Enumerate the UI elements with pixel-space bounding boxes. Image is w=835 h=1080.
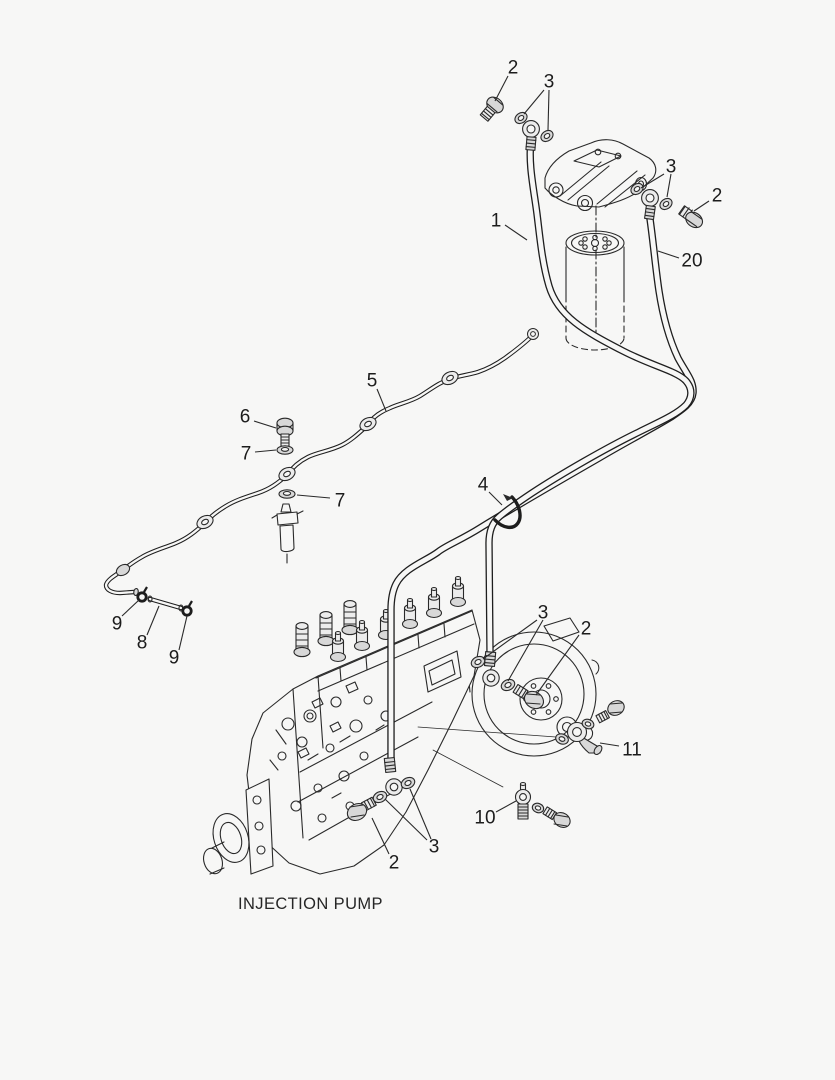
- callout-label-2: 2: [712, 186, 723, 207]
- callout-leader: [495, 800, 517, 813]
- washer-3f: [500, 678, 516, 692]
- banjo-fitting-11: [566, 721, 603, 756]
- callout-label-2: 2: [508, 58, 519, 79]
- callout-leader: [146, 605, 160, 636]
- washer-3a: [514, 111, 528, 125]
- banjo-bolt-2-right: [678, 205, 704, 229]
- washer-7a: [276, 445, 294, 455]
- diagram-caption: INJECTION PUMP: [238, 895, 383, 913]
- washer-3h: [400, 776, 416, 790]
- leak-off-pipe: [106, 328, 539, 597]
- hose-1: [489, 140, 691, 652]
- pipe-end-nipple: [133, 587, 139, 597]
- pipe-banjo-fittings: [115, 370, 459, 597]
- callout-leader: [535, 634, 580, 696]
- callout-leader: [254, 449, 277, 453]
- alignment-lines: [417, 726, 557, 788]
- injection-pump-body: [202, 609, 481, 875]
- clamp-9a: [136, 586, 148, 603]
- mid-fitting-cluster: [470, 651, 545, 710]
- callout-label-5: 5: [367, 371, 378, 392]
- banjo-bolt-2-top: [479, 96, 504, 122]
- callout-label-9: 9: [169, 648, 180, 669]
- callout-label-1: 1: [491, 211, 502, 232]
- callout-label-10: 10: [474, 808, 495, 829]
- callout-label-9: 9: [112, 614, 123, 635]
- callout-leader: [507, 619, 544, 682]
- callout-label-3: 3: [429, 837, 440, 858]
- washer-3g: [372, 790, 388, 804]
- callout-leader: [384, 798, 428, 841]
- hose-clamp: [493, 494, 522, 530]
- callout-leader: [482, 619, 538, 660]
- washer-7b: [278, 489, 296, 499]
- callout-label-4: 4: [478, 475, 489, 496]
- washer-10: [531, 802, 545, 814]
- callout-leader: [666, 173, 672, 198]
- callout-leader: [547, 89, 550, 131]
- washer-3d: [659, 197, 673, 211]
- callout-leader: [121, 599, 140, 617]
- callout-layer: 2 3 1 3 2 20 5 6 7 7 4 989 3 2 11 10 2 3: [112, 58, 723, 874]
- callout-leader: [640, 173, 665, 189]
- top-right-fitting-cluster: [630, 182, 704, 229]
- banjo-bolt-2-mid: [512, 683, 545, 710]
- bolt-10: [542, 806, 571, 829]
- callout-leader: [523, 89, 545, 115]
- fitting-10-cluster: [514, 781, 571, 829]
- callout-label-3: 3: [544, 72, 555, 93]
- fuel-filter-assembly: [544, 139, 657, 351]
- callout-leader: [178, 615, 188, 651]
- callout-label-3: 3: [666, 157, 677, 178]
- filter-canister: [565, 205, 625, 351]
- fitting-11-cluster: [417, 700, 625, 788]
- bottom-fitting-cluster: [346, 756, 416, 822]
- drain-tube-and-clamps: [136, 586, 193, 617]
- injector-stack: [271, 417, 304, 567]
- washer-3c: [630, 182, 644, 196]
- bolt-6: [276, 417, 294, 447]
- callout-label-2: 2: [389, 853, 400, 874]
- washer-11b: [581, 718, 595, 730]
- callout-leader: [371, 817, 390, 855]
- washer-3b: [540, 129, 554, 143]
- callout-label-7: 7: [241, 444, 252, 465]
- washer-11a: [555, 733, 569, 745]
- injector: [271, 503, 304, 567]
- callout-leader: [657, 250, 680, 259]
- callout-leader: [599, 742, 620, 747]
- eye-bolt-10: [514, 781, 532, 820]
- washer-3e: [470, 655, 486, 669]
- top-left-fitting-cluster: [479, 96, 554, 151]
- callout-label-7: 7: [335, 491, 346, 512]
- callout-leader: [296, 494, 331, 499]
- callout-label-11: 11: [622, 740, 642, 761]
- callout-label-3: 3: [538, 603, 549, 624]
- callout-leader: [504, 224, 528, 241]
- callout-label-6: 6: [240, 407, 251, 428]
- banjo-bolt-2-bottom: [346, 796, 377, 822]
- callout-label-8: 8: [137, 633, 148, 654]
- callout-leader: [409, 788, 432, 840]
- callout-leader: [693, 200, 710, 212]
- callout-label-20: 20: [681, 251, 702, 272]
- callout-leader: [488, 491, 503, 506]
- clamp-9b: [181, 600, 193, 617]
- bolt-11: [595, 700, 625, 724]
- callout-leader: [494, 75, 509, 102]
- callout-leader: [253, 420, 277, 429]
- callout-leader: [376, 388, 387, 412]
- callout-label-2: 2: [581, 619, 592, 640]
